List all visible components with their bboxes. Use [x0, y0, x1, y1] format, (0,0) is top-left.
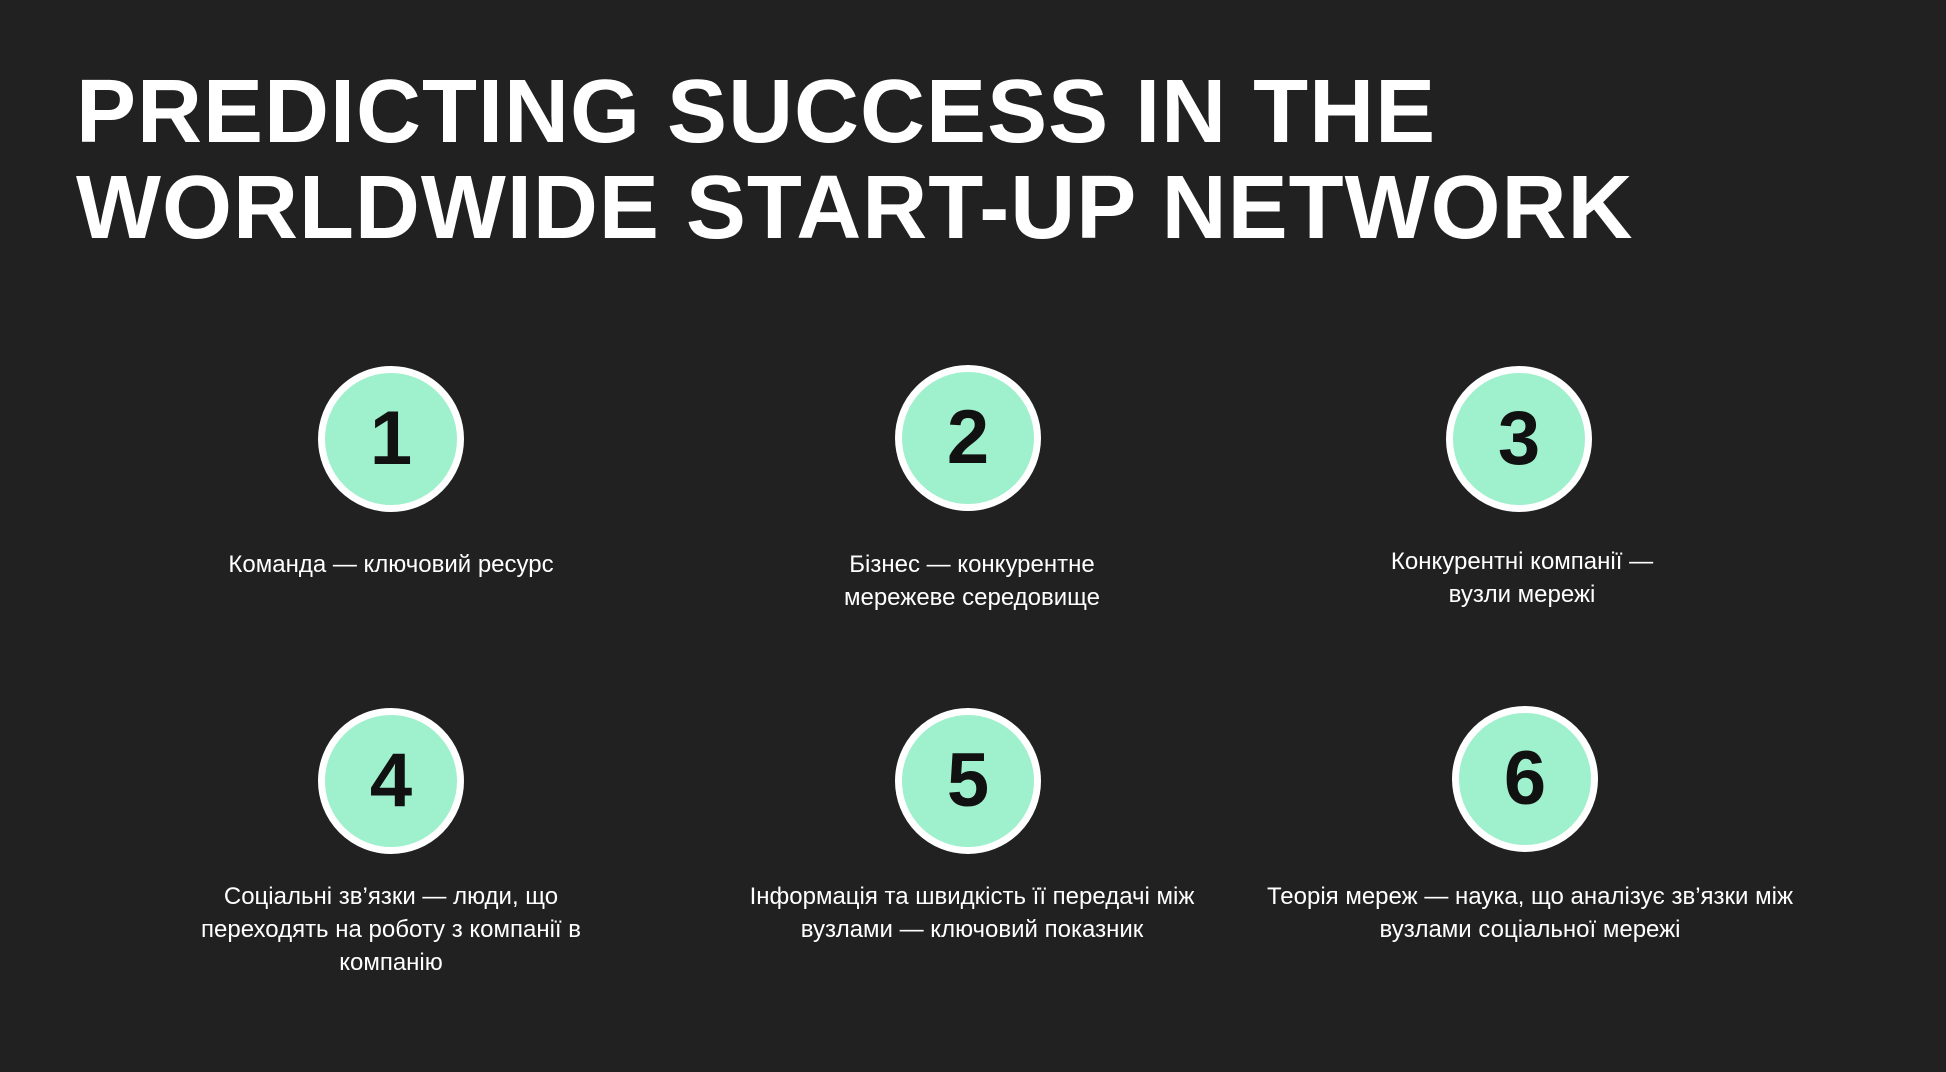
step-caption-1: Команда — ключовий ресурс [228, 551, 554, 578]
slide-title-line-2: WORLDWIDE START-UP NETWORK [76, 158, 1634, 258]
step-caption-4: Соціальні зв’язки — люди, що переходять … [201, 883, 581, 976]
step-number-badge-5: 5 [895, 708, 1041, 854]
step-number-badge-6: 6 [1452, 706, 1598, 852]
step-caption-2: Бізнес — конкурентне мережеве середовище [843, 551, 1101, 611]
step-caption-5: Інформація та швидкість її передачі між … [749, 883, 1195, 943]
step-number-badge-3: 3 [1446, 366, 1592, 512]
slide-title: PREDICTING SUCCESS IN THE WORLDWIDE STAR… [76, 64, 1876, 256]
step-number-badge-2: 2 [895, 365, 1041, 511]
step-caption-6: Теорія мереж — наука, що аналізує зв’язк… [1266, 883, 1794, 943]
slide-title-line-1: PREDICTING SUCCESS IN THE [76, 62, 1437, 162]
step-number-badge-1: 1 [318, 366, 464, 512]
step-number-badge-4: 4 [318, 708, 464, 854]
step-caption-3: Конкурентні компанії — вузли мережі [1390, 548, 1654, 608]
